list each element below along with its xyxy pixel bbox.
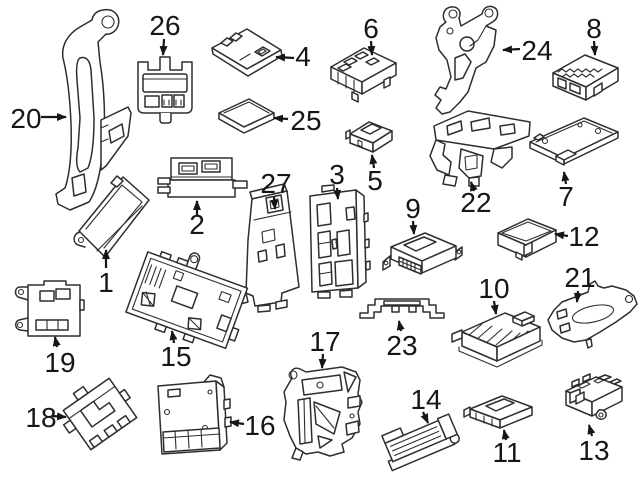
part-21-label: 21 (564, 262, 595, 293)
part-15-drawing (125, 250, 249, 350)
part-17-label: 17 (309, 326, 340, 357)
part-26-arrow (159, 38, 168, 56)
part-25-drawing (218, 98, 275, 134)
part-16-arrow (229, 419, 245, 428)
part-6-arrow (367, 40, 376, 56)
part-14-drawing (381, 413, 461, 472)
part-20-drawing (55, 8, 132, 211)
part-27-label: 27 (260, 168, 291, 199)
part-2-drawing (157, 157, 248, 198)
part-15-arrow (169, 330, 178, 344)
part-22-label: 22 (460, 187, 491, 218)
part-10-drawing (451, 311, 543, 368)
part-1-drawing (73, 175, 150, 258)
part-4-arrow (275, 53, 295, 62)
part-2-label: 2 (189, 209, 205, 240)
part-8-arrow (590, 40, 599, 56)
part-4-label: 4 (295, 41, 311, 72)
part-22-drawing (429, 110, 531, 187)
part-7-arrow (561, 171, 570, 185)
part-7-drawing (529, 117, 619, 166)
part-17-drawing (283, 366, 363, 461)
part-11-drawing (463, 395, 533, 429)
part-14-label: 14 (410, 384, 441, 415)
part-8-drawing (552, 54, 619, 101)
part-19-label: 19 (44, 347, 75, 378)
part-7-label: 7 (558, 181, 574, 212)
part-18-drawing (62, 377, 138, 451)
part-19-arrow (52, 336, 61, 348)
part-5-drawing (345, 121, 393, 153)
part-18-arrow (51, 412, 67, 421)
part-3-drawing (309, 184, 371, 299)
part-20-label: 20 (10, 103, 41, 134)
part-3-arrow (333, 187, 342, 200)
part-13-arrow (587, 424, 596, 437)
part-1-label: 1 (98, 267, 114, 298)
part-6-drawing (330, 47, 397, 103)
part-15-label: 15 (160, 341, 191, 372)
part-21-drawing (547, 280, 638, 349)
part-26-drawing (137, 56, 193, 124)
part-24-arrow (502, 45, 521, 54)
part-3-label: 3 (329, 159, 345, 190)
part-26-label: 26 (149, 10, 180, 41)
part-19-drawing (14, 280, 85, 337)
part-13-label: 13 (578, 435, 609, 466)
part-12-drawing (497, 218, 557, 261)
part-22-arrow (469, 181, 478, 192)
part-18-label: 18 (25, 402, 56, 433)
part-5-label: 5 (367, 165, 383, 196)
part-27-arrow (270, 196, 279, 210)
part-16-label: 16 (244, 410, 275, 441)
part-21-arrow (573, 290, 582, 303)
part-9-drawing (382, 232, 463, 275)
part-24-label: 24 (521, 35, 552, 66)
part-11-label: 11 (492, 437, 521, 468)
part-25-label: 25 (290, 105, 321, 136)
part-9-arrow (409, 220, 418, 235)
part-13-drawing (565, 373, 623, 420)
part-5-arrow (369, 154, 378, 169)
part-8-label: 8 (586, 13, 602, 44)
part-16-drawing (157, 374, 232, 455)
part-25-arrow (273, 114, 289, 123)
part-11-arrow (501, 429, 510, 441)
part-12-label: 12 (568, 221, 599, 252)
part-4-drawing (211, 28, 283, 77)
part-27-drawing (238, 183, 300, 313)
part-24-drawing (434, 5, 499, 115)
part-10-label: 10 (478, 273, 509, 304)
part-6-label: 6 (363, 13, 379, 44)
part-23-drawing (359, 298, 445, 319)
part-23-label: 23 (386, 330, 417, 361)
part-10-arrow (490, 300, 499, 315)
part-14-arrow (420, 411, 430, 424)
part-17-arrow (318, 353, 327, 369)
part-9-label: 9 (405, 193, 421, 224)
part-12-arrow (554, 231, 569, 240)
part-23-arrow (396, 320, 405, 332)
